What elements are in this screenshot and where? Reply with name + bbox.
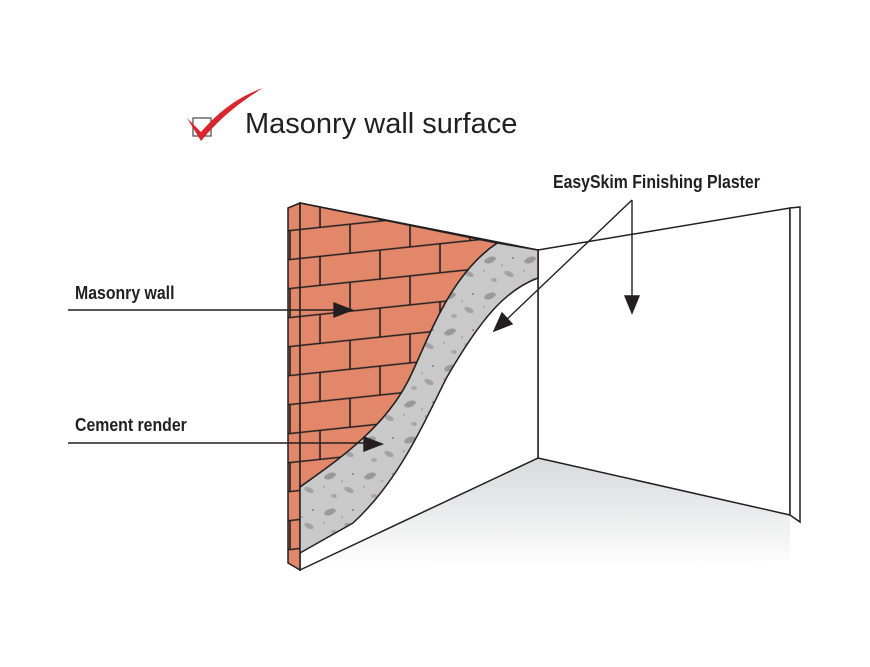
label-cement-render: Cement render bbox=[75, 415, 187, 435]
masonry-wall bbox=[299, 202, 499, 489]
label-finishing-plaster: EasySkim Finishing Plaster bbox=[553, 172, 760, 192]
floor bbox=[300, 458, 790, 570]
arrow-head-icon bbox=[333, 301, 354, 319]
right-wall-edge bbox=[789, 206, 801, 524]
plaster-leader-1 bbox=[503, 199, 633, 323]
arrow-head-icon bbox=[623, 295, 641, 315]
page-title: Masonry wall surface bbox=[245, 108, 518, 140]
checkbox-tick-icon bbox=[187, 88, 263, 141]
arrow-head-icon bbox=[492, 311, 514, 333]
label-masonry-wall: Masonry wall bbox=[75, 283, 175, 303]
masonry-edge bbox=[287, 201, 301, 572]
arrow-head-icon bbox=[363, 435, 384, 453]
